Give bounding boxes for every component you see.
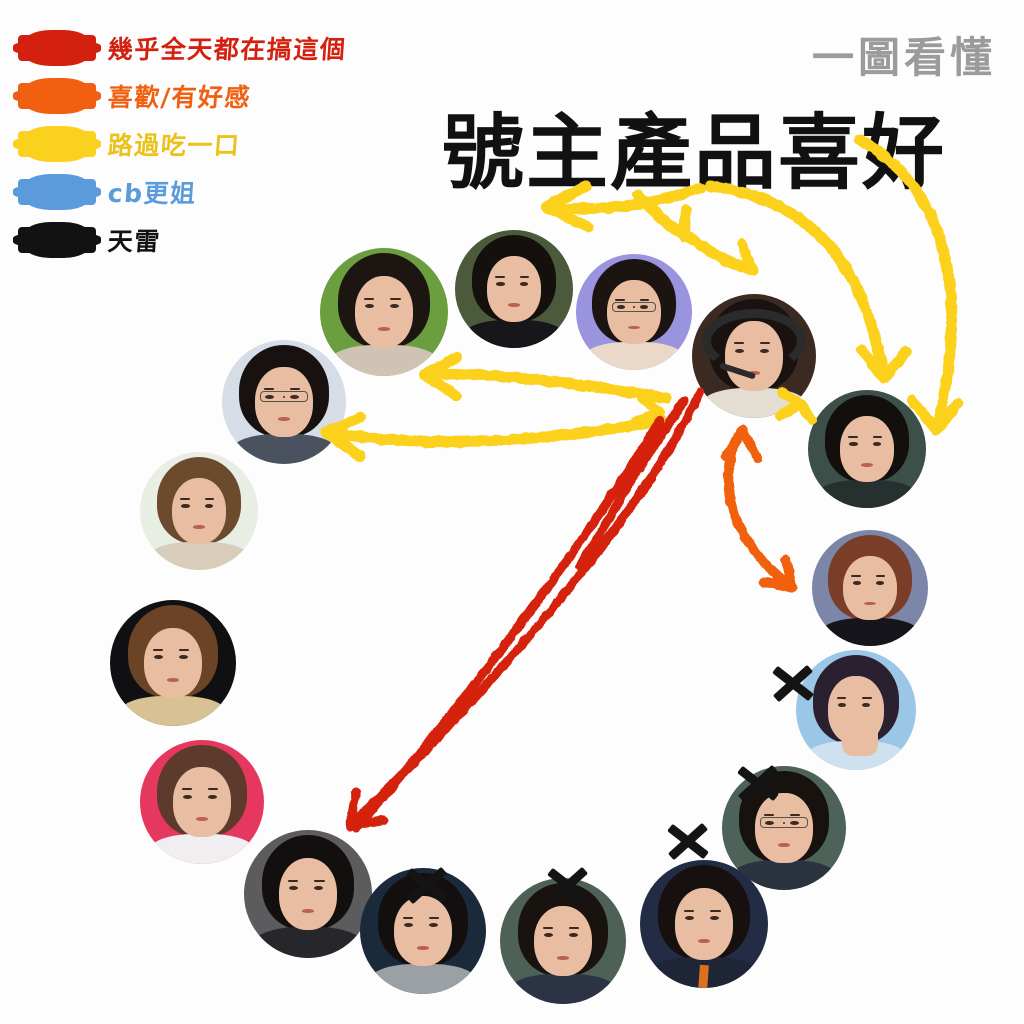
legend-label-black: 天雷 <box>106 227 162 256</box>
legend-swatch-blue <box>13 174 101 210</box>
red-arrow-second-stroke <box>351 415 665 833</box>
x-mark-woman-laugh <box>770 660 816 706</box>
x-mark-man-front <box>545 862 591 908</box>
portrait-woman-plant-background <box>140 452 258 570</box>
page-title: 號主產品喜好 <box>441 105 946 201</box>
portrait-woman-black-blazer <box>455 230 573 348</box>
portrait-man-short-hair-dark <box>244 830 372 958</box>
legend-swatch-orange <box>13 78 101 114</box>
legend-label-red: 幾乎全天都在搞這個 <box>106 35 348 64</box>
subtitle: 一圖看懂 <box>811 33 996 82</box>
legend: 幾乎全天都在搞這個 喜歡/有好感 路過吃一口 cb更姐 天雷 <box>13 24 438 264</box>
legend-label-blue: cb更姐 <box>106 179 198 208</box>
yellow-arrow-host-to-glasseswoman <box>320 412 668 462</box>
legend-label-orange: 喜歡/有好感 <box>106 83 253 112</box>
legend-row: 路過吃一口 <box>13 120 438 168</box>
orange-arrow-host-to-bluesuit <box>721 425 797 593</box>
portrait-woman-beige-jacket <box>110 600 236 726</box>
legend-row: 幾乎全天都在搞這個 <box>13 24 438 72</box>
portrait-woman-dark-green-bg <box>808 390 926 508</box>
portrait-woman-black-suit-blue-bg <box>812 530 928 646</box>
portrait-woman-glasses-purple-bg <box>576 254 692 370</box>
legend-row: 喜歡/有好感 <box>13 72 438 120</box>
portrait-man-front-green-bg <box>500 878 626 1004</box>
portrait-woman-glasses-light-bg <box>222 340 346 464</box>
portrait-man-navy-suit-orange-tie <box>640 860 768 988</box>
legend-swatch-yellow <box>13 126 101 162</box>
yellow-arrow-into-host-left <box>631 393 665 427</box>
legend-swatch-red <box>13 30 101 66</box>
x-mark-man-glasses <box>735 760 781 806</box>
legend-row: cb更姐 <box>13 168 438 216</box>
portrait-woman-pink-background <box>140 740 264 864</box>
legend-row: 天雷 <box>13 216 438 264</box>
portrait-woman-headset-host <box>692 294 816 418</box>
x-mark-man-profile <box>404 862 450 908</box>
x-mark-man-navy <box>665 818 711 864</box>
portrait-woman-laugh-blue-bg <box>796 650 916 770</box>
legend-swatch-black <box>13 222 101 258</box>
red-arrow-host-to-man <box>345 387 705 831</box>
legend-label-yellow: 路過吃一口 <box>106 131 242 160</box>
yellow-arrow-mid-second <box>684 232 758 276</box>
